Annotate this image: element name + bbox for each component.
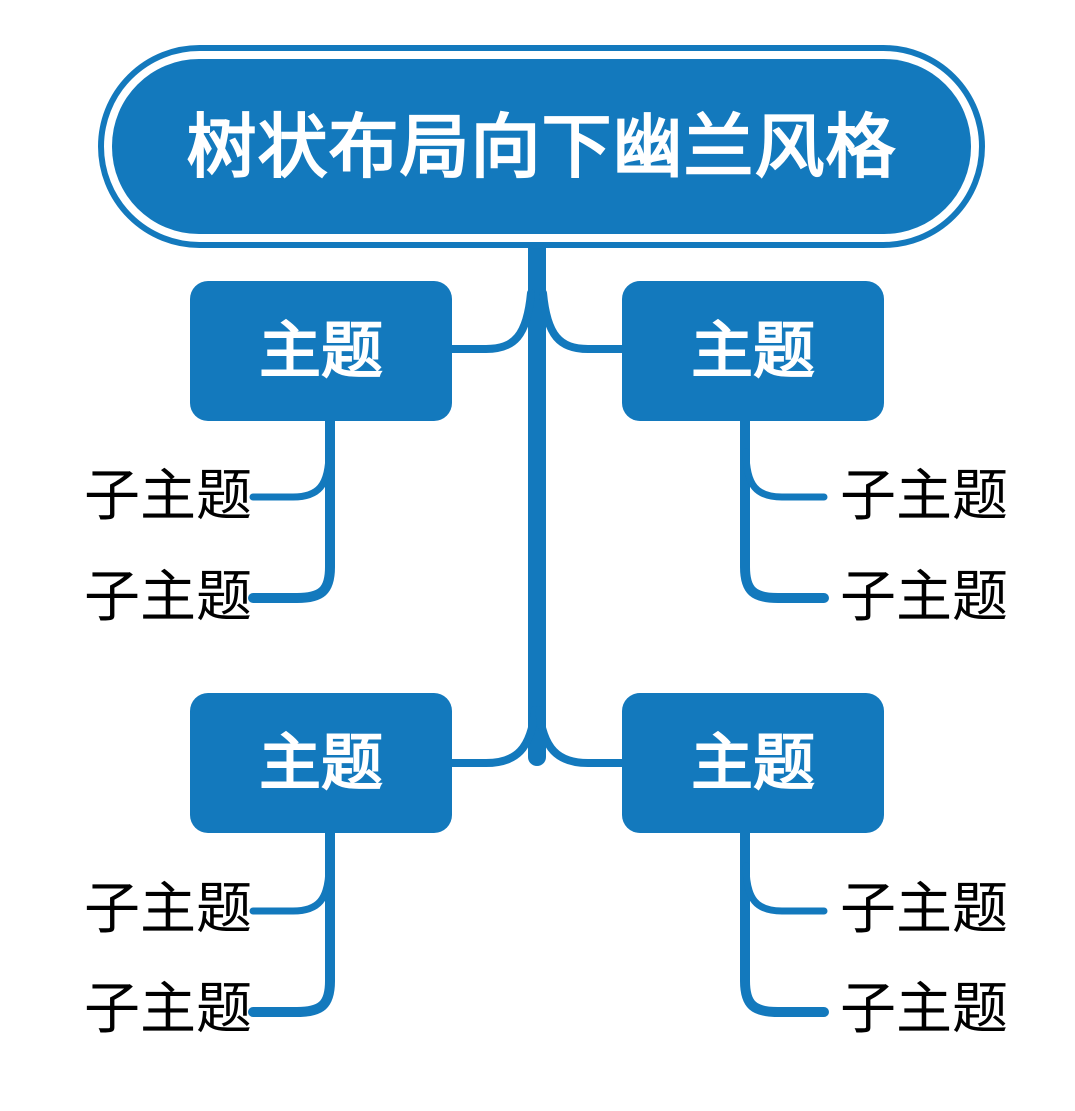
subtopic-node-top-left-2[interactable]: 子主题 bbox=[60, 561, 252, 635]
topic-node-bottom-left[interactable]: 主题 bbox=[190, 693, 452, 833]
topic-label: 主题 bbox=[258, 314, 383, 387]
root-topic-node[interactable]: 树状布局向下幽兰风格 bbox=[98, 45, 985, 248]
topic-node-top-right[interactable]: 主题 bbox=[622, 281, 884, 421]
subtopic-label: 子主题 bbox=[840, 464, 1008, 529]
topic-node-bottom-right[interactable]: 主题 bbox=[622, 693, 884, 833]
child-bottom-right-sub1-connector bbox=[742, 862, 828, 915]
topic-label: 主题 bbox=[690, 726, 815, 799]
child-top-left-main-connector bbox=[248, 413, 335, 603]
child-top-left-sub1-connector bbox=[249, 448, 333, 501]
topic-node-top-left[interactable]: 主题 bbox=[190, 281, 452, 421]
branch-top-left-connector bbox=[448, 289, 535, 353]
subtopic-label: 子主题 bbox=[84, 565, 252, 630]
subtopic-label: 子主题 bbox=[84, 877, 252, 942]
subtopic-label: 子主题 bbox=[840, 977, 1008, 1042]
subtopic-node-top-left-1[interactable]: 子主题 bbox=[60, 460, 252, 534]
child-bottom-left-sub1-connector bbox=[249, 862, 333, 915]
topic-label: 主题 bbox=[258, 726, 383, 799]
subtopic-node-bottom-left-2[interactable]: 子主题 bbox=[60, 973, 252, 1047]
subtopic-label: 子主题 bbox=[84, 464, 252, 529]
subtopic-node-top-right-2[interactable]: 子主题 bbox=[840, 561, 1032, 635]
child-top-right-sub1-connector bbox=[742, 448, 828, 501]
root-topic-label: 树状布局向下幽兰风格 bbox=[186, 105, 897, 188]
child-bottom-right-main-connector bbox=[740, 825, 829, 1017]
topic-label: 主题 bbox=[690, 314, 815, 387]
subtopic-node-bottom-right-1[interactable]: 子主题 bbox=[840, 873, 1032, 947]
subtopic-node-top-right-1[interactable]: 子主题 bbox=[840, 460, 1032, 534]
child-top-right-main-connector bbox=[740, 413, 829, 603]
subtopic-label: 子主题 bbox=[840, 565, 1008, 630]
branch-top-right-connector bbox=[539, 289, 626, 353]
subtopic-node-bottom-right-2[interactable]: 子主题 bbox=[840, 973, 1032, 1047]
root-topic-inner: 树状布局向下幽兰风格 bbox=[112, 59, 971, 234]
branch-bottom-left-connector bbox=[448, 706, 539, 767]
child-bottom-left-main-connector bbox=[248, 825, 335, 1017]
branch-bottom-right-connector bbox=[535, 706, 626, 767]
subtopic-label: 子主题 bbox=[840, 877, 1008, 942]
subtopic-label: 子主题 bbox=[84, 977, 252, 1042]
subtopic-node-bottom-left-1[interactable]: 子主题 bbox=[60, 873, 252, 947]
